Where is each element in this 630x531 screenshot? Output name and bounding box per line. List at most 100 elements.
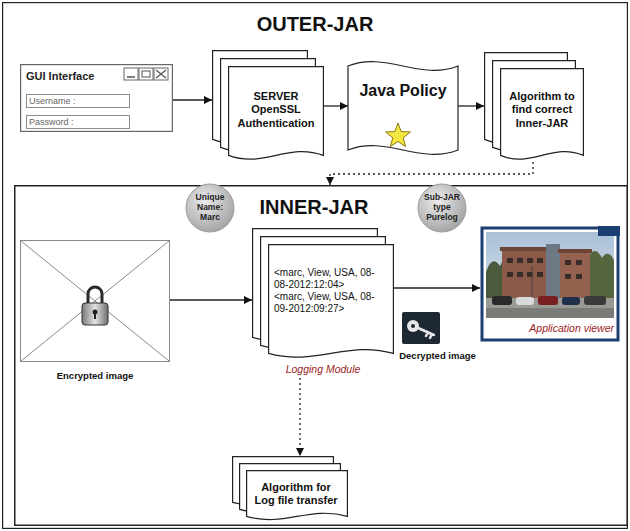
frame-title: OUTER-JAR [2, 12, 628, 36]
text-area: Algorithm to find correct Inner-JAR [504, 74, 580, 146]
circle-text: Unique Name: Marc [189, 193, 231, 222]
text-area: INNER-JAR [244, 193, 384, 221]
info-circle: Sub-JAR type Purelog [417, 183, 467, 233]
text-area: Encrypted image [20, 368, 170, 384]
photo-car [492, 296, 512, 305]
photo-trees [586, 251, 614, 300]
minimize-icon [127, 76, 135, 78]
text-area: Logging Module [252, 362, 394, 378]
window-button [154, 68, 168, 80]
photo-windows [517, 258, 523, 263]
maximize-icon [142, 71, 150, 77]
text-area: GUI Interface [26, 67, 122, 85]
close-icon [156, 70, 166, 78]
flow-arrow [324, 105, 348, 106]
photo-windows [507, 258, 582, 279]
flow-arrow [173, 99, 212, 100]
logging-stack: <marc, View, USA, 08-08-2012:12:04><marc… [252, 228, 394, 378]
photo-glass [546, 244, 560, 300]
gui-window: GUI InterfaceUsername : Password : [20, 64, 173, 132]
text-area: SERVER OpenSSL Authentication [232, 72, 320, 148]
module-caption: Logging Module [252, 363, 394, 377]
log-entry: <marc, View, USA, 08-09-2012:09:27> [274, 291, 388, 315]
key-background [402, 312, 440, 344]
document-text: SERVER OpenSSL Authentication [232, 90, 320, 130]
frame-border [15, 186, 628, 526]
photo-windows [527, 258, 533, 263]
policy-text: Java Policy [354, 81, 452, 100]
lock-body [82, 303, 108, 325]
photo-road [486, 308, 614, 318]
key-hole [411, 324, 415, 328]
document-stack: Algorithm to find correct Inner-JAR [484, 52, 584, 162]
flow-arrow [299, 378, 300, 456]
text-area: OUTER-JAR [2, 10, 628, 38]
photo-windows [537, 272, 543, 277]
photo-car [516, 297, 534, 305]
text-area: Algorithm for Log file transfer [250, 474, 342, 514]
photo-windows [576, 260, 582, 265]
text-area: Java Policy [354, 74, 452, 108]
encrypted-placeholder [21, 241, 169, 361]
field-border [27, 116, 130, 129]
lock-keyhole [94, 313, 96, 319]
text-area: Application viewer [484, 320, 614, 338]
document-page [229, 67, 324, 160]
photo-car [584, 296, 606, 305]
photo-car [538, 296, 558, 305]
photo-lamp [532, 266, 533, 298]
document-stack: SERVER OpenSSL Authentication [212, 50, 324, 162]
text-area: Sub-JAR type Purelog [421, 191, 463, 225]
window-button [124, 68, 138, 80]
caption-strip [483, 318, 617, 339]
viewer-caption: Application viewer [484, 322, 614, 336]
photo-building [560, 252, 590, 300]
cross-line [21, 241, 169, 361]
photo-windows [537, 258, 543, 263]
flow-arrow [330, 162, 533, 185]
building-photo [486, 232, 614, 318]
application-viewer: Application viewer [480, 226, 620, 342]
field-label: Username : [29, 95, 127, 108]
document-stack: Algorithm for Log file transfer [232, 456, 348, 522]
circle-text: Sub-JAR type Purelog [421, 193, 463, 222]
image-caption: Encrypted image [20, 370, 170, 382]
photo-sky [486, 232, 614, 318]
frame-border [3, 3, 628, 529]
text-area: Unique Name: Marc [189, 191, 231, 225]
input-field: Password : [26, 115, 130, 129]
flow-arrow [170, 299, 252, 300]
photo-car [562, 297, 580, 305]
window-title: GUI Interface [26, 69, 122, 83]
window-button [139, 68, 153, 80]
document-page [501, 69, 584, 160]
viewer-tab [598, 226, 620, 236]
photo-building [502, 250, 546, 300]
photo-roof [558, 249, 592, 253]
tape-outline [348, 62, 458, 155]
policy-tape: Java Policy [348, 58, 458, 158]
cross-line [21, 241, 169, 361]
image-caption: Decrypted image [399, 349, 476, 363]
log-entry: <marc, View, USA, 08-08-2012:12:04> [274, 267, 388, 291]
photo-windows [565, 274, 571, 279]
circle-outline [418, 184, 466, 232]
encrypted-image-box: Encrypted image [20, 240, 170, 386]
key-head [407, 320, 419, 332]
document-page [269, 245, 394, 358]
photo-windows [565, 260, 571, 265]
key-icon [402, 312, 440, 344]
document-text: Algorithm for Log file transfer [250, 481, 342, 507]
document-text: Algorithm to find correct Inner-JAR [504, 90, 580, 130]
shape-outline [348, 58, 458, 158]
key-shaft [418, 328, 434, 338]
text-area: <marc, View, USA, 08-08-2012:12:04><marc… [274, 258, 388, 324]
window-border [21, 65, 173, 132]
photo-roof [500, 247, 548, 251]
photo-windows [507, 272, 513, 277]
document-page [247, 471, 348, 520]
flow-arrow [458, 105, 484, 106]
